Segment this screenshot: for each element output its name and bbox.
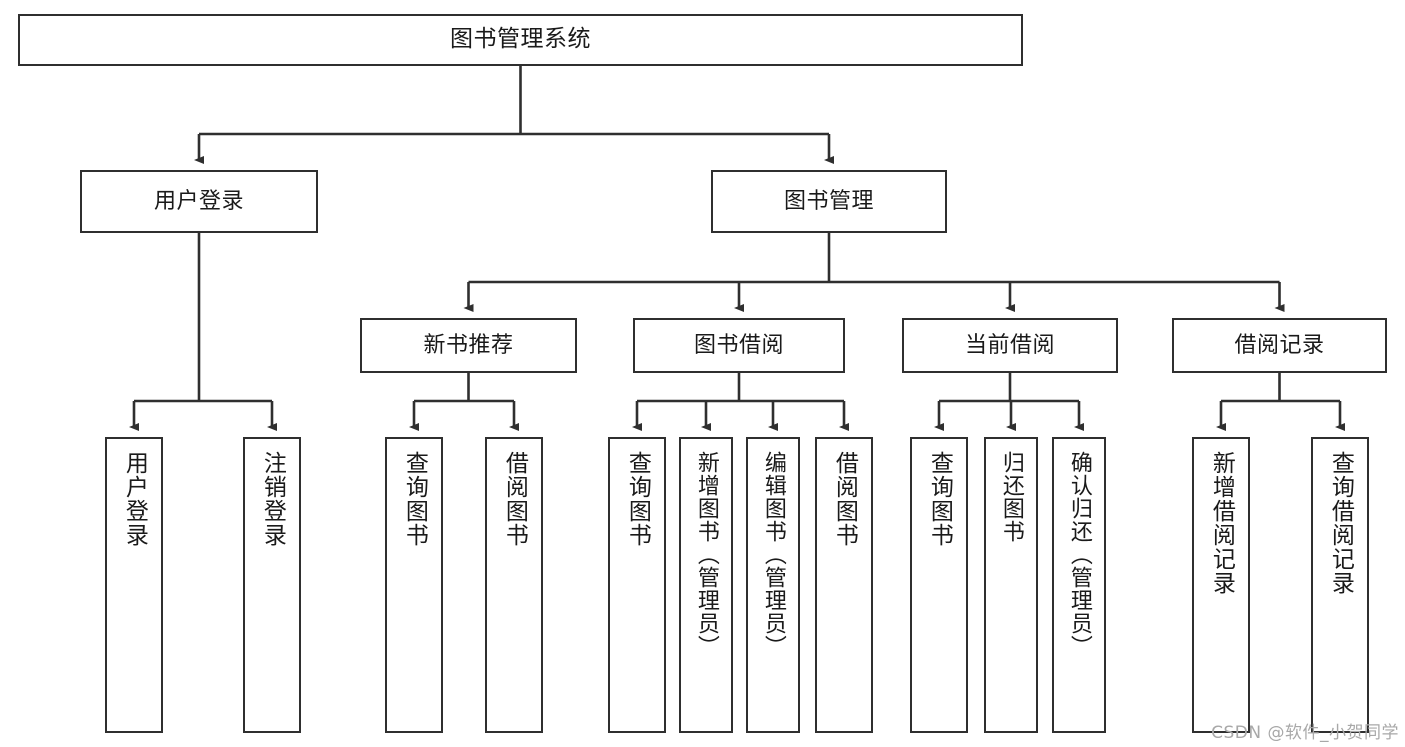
node-borrow_record[interactable]: 借阅记录 [1172, 318, 1387, 373]
node-leaf_user_login[interactable]: 用户登录 [105, 437, 163, 733]
node-label: 图书管理系统 [450, 26, 591, 53]
node-label: 图书管理 [783, 188, 874, 214]
node-leaf_bb_add[interactable]: 新增图书（管理员） [679, 437, 733, 733]
node-user_login[interactable]: 用户登录 [80, 170, 318, 233]
node-label: 新增借阅记录 [1208, 451, 1235, 595]
node-book_borrow[interactable]: 图书借阅 [633, 318, 845, 373]
node-leaf_bb_query[interactable]: 查询图书 [608, 437, 666, 733]
node-label: 查询借阅记录 [1327, 451, 1354, 595]
node-current_borrow[interactable]: 当前借阅 [902, 318, 1118, 373]
node-label: 编辑图书（管理员） [760, 451, 786, 658]
node-label: 查询图书 [624, 451, 651, 547]
node-new_book_rec[interactable]: 新书推荐 [360, 318, 577, 373]
node-leaf_cb_confirm[interactable]: 确认归还（管理员） [1052, 437, 1106, 733]
node-leaf_br_add[interactable]: 新增借阅记录 [1192, 437, 1250, 733]
node-label: 查询图书 [401, 451, 428, 547]
node-label: 当前借阅 [964, 332, 1055, 358]
node-label: 用户登录 [153, 188, 244, 214]
node-label: 新增图书（管理员） [693, 451, 719, 658]
node-leaf_bb_borrow[interactable]: 借阅图书 [815, 437, 873, 733]
node-label: 借阅图书 [501, 451, 528, 547]
node-label: 借阅图书 [831, 451, 858, 547]
node-leaf_rec_query[interactable]: 查询图书 [385, 437, 443, 733]
node-root[interactable]: 图书管理系统 [18, 14, 1023, 66]
node-label: 用户登录 [121, 451, 148, 547]
node-label: 确认归还（管理员） [1066, 451, 1092, 658]
node-label: 新书推荐 [423, 332, 514, 358]
node-book_mgmt[interactable]: 图书管理 [711, 170, 947, 233]
node-label: 注销登录 [259, 451, 286, 547]
node-label: 图书借阅 [693, 332, 784, 358]
node-label: 查询图书 [926, 451, 953, 547]
node-label: 借阅记录 [1234, 332, 1325, 358]
node-leaf_cb_return[interactable]: 归还图书 [984, 437, 1038, 733]
node-leaf_cb_query[interactable]: 查询图书 [910, 437, 968, 733]
node-leaf_rec_borrow[interactable]: 借阅图书 [485, 437, 543, 733]
node-label: 归还图书 [998, 451, 1024, 543]
node-leaf_user_logout[interactable]: 注销登录 [243, 437, 301, 733]
node-leaf_bb_edit[interactable]: 编辑图书（管理员） [746, 437, 800, 733]
node-leaf_br_query[interactable]: 查询借阅记录 [1311, 437, 1369, 733]
